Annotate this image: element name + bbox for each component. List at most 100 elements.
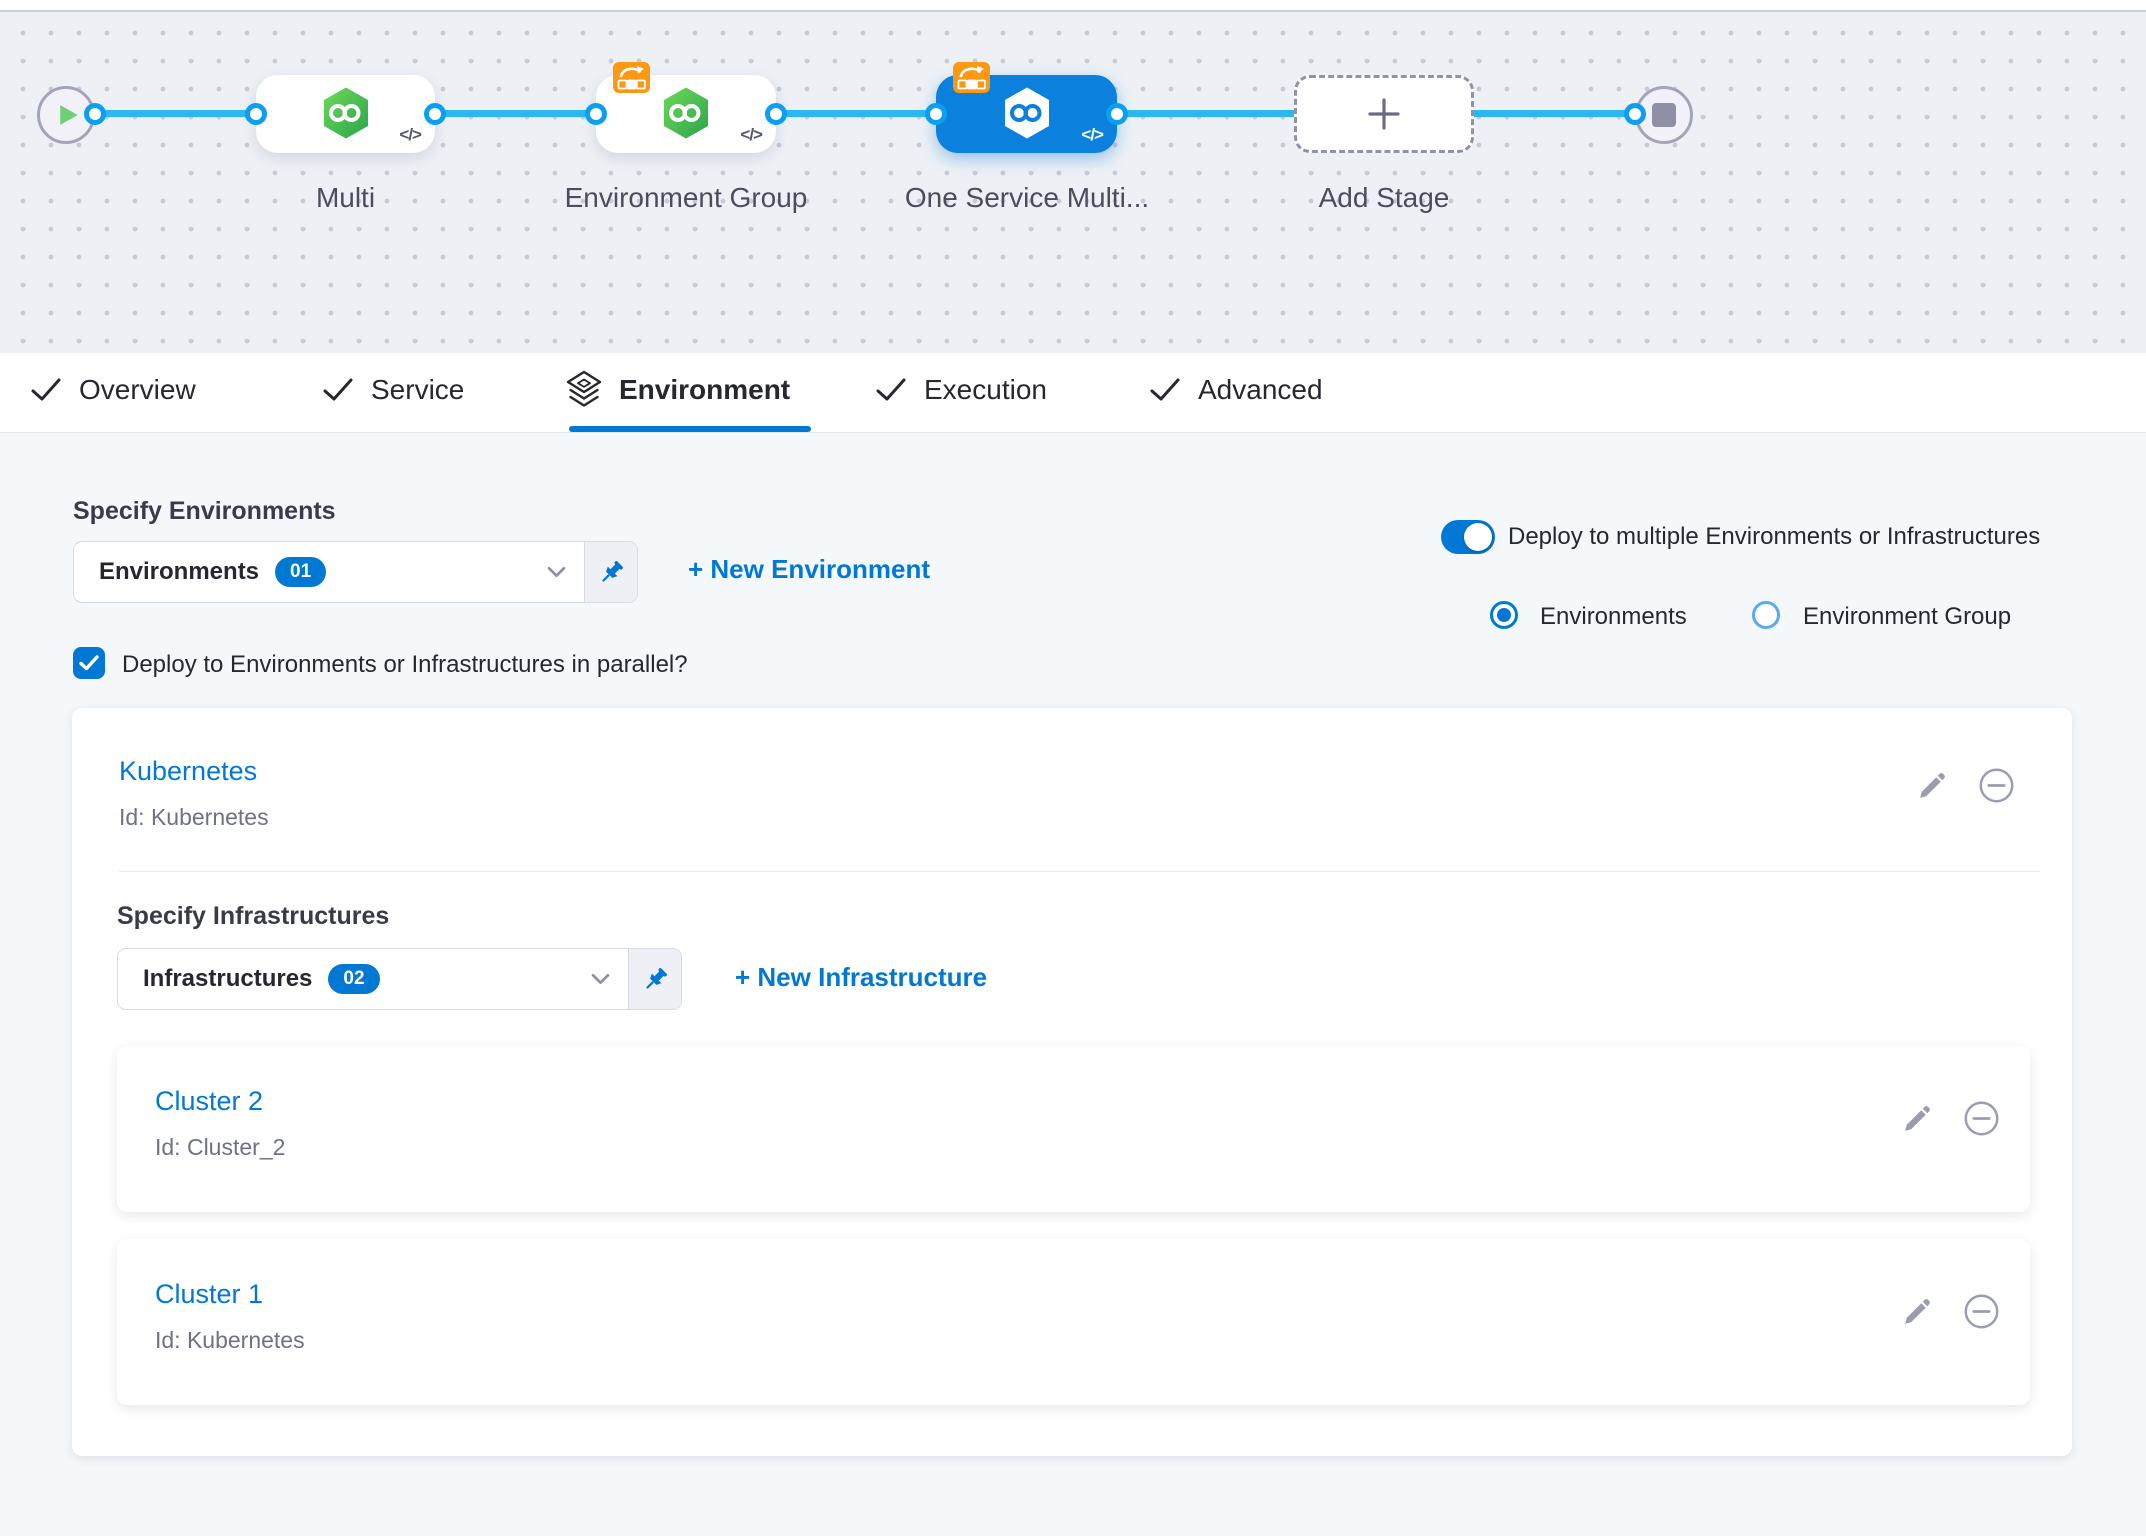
- check-icon: [1150, 378, 1180, 401]
- remove-infrastructure-button[interactable]: [1962, 1099, 2000, 1137]
- pin-infrastructures-button[interactable]: [628, 949, 681, 1009]
- window-chrome-strip: [0, 0, 2146, 12]
- deploy-parallel-checkbox[interactable]: [73, 647, 105, 679]
- environment-name-link[interactable]: Kubernetes: [119, 756, 258, 786]
- tab-label: Environment: [619, 374, 791, 405]
- harness-infinity-hexagon-icon: [664, 87, 708, 139]
- infrastructure-id: Id: Kubernetes: [155, 1327, 305, 1353]
- chevron-down-icon: [591, 973, 610, 985]
- deploy-multiple-toggle[interactable]: [1441, 520, 1495, 554]
- connector-port: [84, 103, 106, 125]
- divider: [119, 871, 2040, 872]
- count-badge: 01: [275, 557, 327, 587]
- infrastructures-dropdown[interactable]: Infrastructures 02: [117, 948, 682, 1010]
- connector-port: [585, 103, 607, 125]
- play-icon: [59, 105, 78, 125]
- environments-dropdown-field[interactable]: Environments 01: [74, 542, 584, 602]
- infrastructure-card-cluster-1: Cluster 1 Id: Kubernetes: [117, 1239, 2030, 1405]
- pin-icon: [601, 560, 623, 582]
- minus-circle-icon: [1964, 1294, 1998, 1328]
- check-icon: [876, 378, 906, 401]
- count-badge: 02: [328, 964, 380, 994]
- tab-environment[interactable]: Environment: [566, 353, 790, 427]
- plus-icon: [1368, 98, 1400, 130]
- active-tab-underline: [569, 426, 811, 432]
- connector-port: [765, 103, 787, 125]
- code-glyph: </>: [1081, 125, 1104, 144]
- add-stage-label: Add Stage: [1318, 182, 1450, 213]
- connector-port: [1624, 103, 1646, 125]
- tab-label: Service: [371, 374, 465, 405]
- rollout-arrow-icon: [953, 62, 990, 93]
- minus-circle-icon: [1964, 1101, 1998, 1135]
- new-infrastructure-button[interactable]: + New Infrastructure: [735, 962, 988, 992]
- connector-port: [925, 103, 947, 125]
- pencil-icon: [1905, 1106, 1930, 1131]
- connector-port: [245, 103, 267, 125]
- remove-environment-button[interactable]: [1977, 766, 2015, 804]
- tab-overview[interactable]: Overview: [30, 353, 196, 427]
- tab-label: Execution: [924, 374, 1047, 405]
- dropdown-value: Infrastructures: [143, 965, 313, 992]
- pin-environments-button[interactable]: [584, 542, 637, 602]
- radio-dot: [1497, 608, 1511, 622]
- pipeline-start-node: [37, 86, 95, 144]
- check-icon: [323, 378, 353, 401]
- infrastructure-id: Id: Cluster_2: [155, 1134, 286, 1160]
- minus-circle-icon: [1979, 768, 2013, 802]
- stop-square-icon: [1652, 103, 1676, 127]
- connector-line: [1118, 110, 1294, 117]
- connector-line: [1474, 110, 1635, 117]
- connector-line: [66, 110, 256, 117]
- tab-label: Advanced: [1198, 374, 1323, 405]
- deploy-multiple-toggle-label: Deploy to multiple Environments or Infra…: [1508, 523, 2041, 550]
- edit-infrastructure-button[interactable]: [1899, 1294, 1935, 1330]
- radio-environment-group-label: Environment Group: [1803, 603, 2012, 630]
- specify-infrastructures-label: Specify Infrastructures: [117, 902, 390, 930]
- new-environment-button[interactable]: + New Environment: [688, 554, 930, 584]
- edit-environment-button[interactable]: [1914, 768, 1950, 804]
- layers-icon: [566, 370, 602, 407]
- tab-label: Overview: [79, 374, 196, 405]
- harness-infinity-hexagon-icon: [1004, 87, 1049, 139]
- toggle-knob: [1464, 523, 1492, 551]
- pencil-icon: [1920, 773, 1945, 798]
- tab-service[interactable]: Service: [322, 353, 464, 427]
- environment-id: Id: Kubernetes: [119, 804, 269, 830]
- remove-infrastructure-button[interactable]: [1962, 1292, 2000, 1330]
- infrastructure-card-cluster-2: Cluster 2 Id: Cluster_2: [117, 1046, 2030, 1212]
- chevron-down-icon: [547, 566, 566, 578]
- stage-label: One Service Multi...: [904, 182, 1150, 213]
- tab-execution[interactable]: Execution: [875, 353, 1047, 427]
- environment-card: Kubernetes Id: Kubernetes Specify Infras…: [72, 708, 2072, 1456]
- rollout-arrow-icon: [613, 62, 650, 93]
- radio-environments[interactable]: [1490, 601, 1518, 629]
- specify-environments-label: Specify Environments: [73, 497, 336, 525]
- pencil-icon: [1905, 1299, 1930, 1324]
- add-stage-button[interactable]: [1294, 75, 1474, 153]
- code-glyph: </>: [740, 125, 763, 144]
- code-glyph: </>: [399, 125, 422, 144]
- stage-tab-bar: Overview Service Environment Execution A…: [0, 353, 2146, 433]
- stage-node-multi[interactable]: </>: [256, 75, 435, 153]
- pipeline-canvas[interactable]: </> </> </>: [0, 12, 2146, 353]
- radio-environments-label: Environments: [1540, 603, 1687, 630]
- infrastructure-name-link[interactable]: Cluster 1: [155, 1279, 264, 1309]
- radio-environment-group[interactable]: [1752, 601, 1780, 629]
- pin-icon: [645, 967, 667, 989]
- deploy-parallel-checkbox-label: Deploy to Environments or Infrastructure…: [122, 651, 688, 678]
- tab-advanced[interactable]: Advanced: [1149, 353, 1323, 427]
- connector-line: [437, 110, 596, 117]
- connector-port: [424, 103, 446, 125]
- edit-infrastructure-button[interactable]: [1899, 1101, 1935, 1137]
- infrastructure-name-link[interactable]: Cluster 2: [155, 1086, 264, 1116]
- environment-tab-content: Specify Environments Environments 01: [0, 433, 2146, 1536]
- connector-line: [777, 110, 936, 117]
- check-icon: [79, 655, 99, 671]
- infrastructures-dropdown-field[interactable]: Infrastructures 02: [118, 949, 628, 1009]
- stage-label: Multi: [315, 182, 376, 213]
- environments-dropdown[interactable]: Environments 01: [73, 541, 638, 603]
- stage-label: Environment Group: [564, 182, 808, 213]
- harness-infinity-hexagon-icon: [323, 87, 368, 139]
